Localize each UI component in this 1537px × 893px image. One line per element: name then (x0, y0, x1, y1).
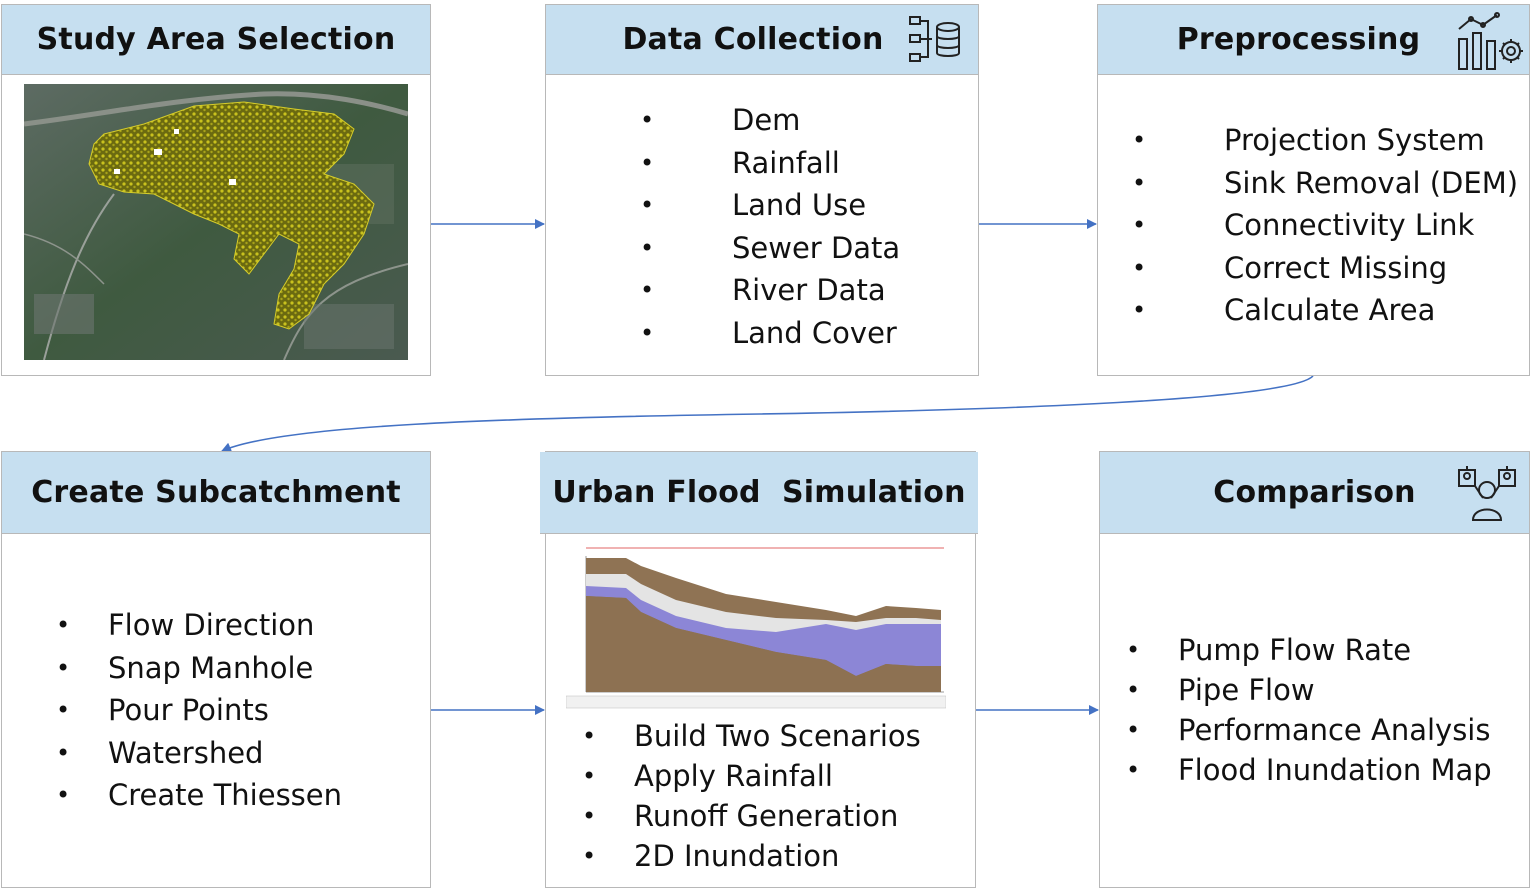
preprocessing-header: Preprocessing (1098, 5, 1529, 75)
list-item: Sewer Data (640, 227, 900, 270)
arrow-preprocessing-to-subcatchment (221, 375, 1314, 452)
comparison-list: Pump Flow Rate Pipe Flow Performance Ana… (1126, 630, 1492, 790)
list-item: Connectivity Link (1132, 204, 1518, 247)
data-collection-box: Data Collection Dem Rainfall Land Use Se… (545, 4, 979, 376)
subcatchment-list: Flow Direction Snap Manhole Pour Points … (56, 604, 342, 817)
subcatchment-header: Create Subcatchment (2, 452, 430, 534)
database-network-icon (909, 16, 960, 62)
subcatchment-box: Create Subcatchment Flow Direction Snap … (1, 451, 431, 888)
study-area-title: Study Area Selection (36, 22, 396, 57)
list-item: Flood Inundation Map (1126, 750, 1492, 790)
simulation-list: Build Two Scenarios Apply Rainfall Runof… (582, 716, 921, 876)
comparison-title: Comparison (1213, 475, 1416, 510)
person-presentation-icon (1458, 466, 1516, 521)
study-area-map-image (24, 84, 408, 360)
list-item: Runoff Generation (582, 796, 921, 836)
simulation-box: Urban Flood Simulation Build Two Scenari… (540, 451, 978, 888)
list-item: Snap Manhole (56, 647, 342, 690)
list-item: Calculate Area (1132, 289, 1518, 332)
comparison-header: Comparison (1100, 452, 1529, 534)
list-item: Dem (640, 99, 900, 142)
list-item: Projection System (1132, 119, 1518, 162)
list-item: Create Thiessen (56, 774, 342, 817)
list-item: River Data (640, 269, 900, 312)
preprocessing-list: Projection System Sink Removal (DEM) Con… (1132, 119, 1518, 332)
list-item: Correct Missing (1132, 247, 1518, 290)
list-item: Rainfall (640, 142, 900, 185)
study-area-box: Study Area Selection (1, 4, 431, 376)
subcatchment-title: Create Subcatchment (31, 475, 401, 510)
study-area-header: Study Area Selection (2, 5, 430, 75)
list-item: Flow Direction (56, 604, 342, 647)
list-item: Pump Flow Rate (1126, 630, 1492, 670)
data-collection-title: Data Collection (622, 22, 884, 57)
comparison-box: Comparison Pump Flow Rate Pipe Flow Perf… (1099, 451, 1530, 888)
list-item: Sink Removal (DEM) (1132, 162, 1518, 205)
list-item: Land Use (640, 184, 900, 227)
simulation-header: Urban Flood Simulation (540, 452, 978, 534)
list-item: Apply Rainfall (582, 756, 921, 796)
simulation-title: Urban Flood Simulation (552, 475, 966, 510)
list-item: Performance Analysis (1126, 710, 1492, 750)
list-item: 2D Inundation (582, 836, 921, 876)
list-item: Pour Points (56, 689, 342, 732)
data-collection-list: Dem Rainfall Land Use Sewer Data River D… (640, 99, 900, 355)
profile-plot-image (566, 544, 946, 710)
list-item: Watershed (56, 732, 342, 775)
analytics-gear-icon (1458, 12, 1523, 70)
data-collection-header: Data Collection (546, 5, 978, 75)
list-item: Pipe Flow (1126, 670, 1492, 710)
list-item: Build Two Scenarios (582, 716, 921, 756)
preprocessing-title: Preprocessing (1176, 22, 1421, 57)
preprocessing-box: Preprocessing Projection System Sink Rem… (1097, 4, 1530, 376)
list-item: Land Cover (640, 312, 900, 355)
